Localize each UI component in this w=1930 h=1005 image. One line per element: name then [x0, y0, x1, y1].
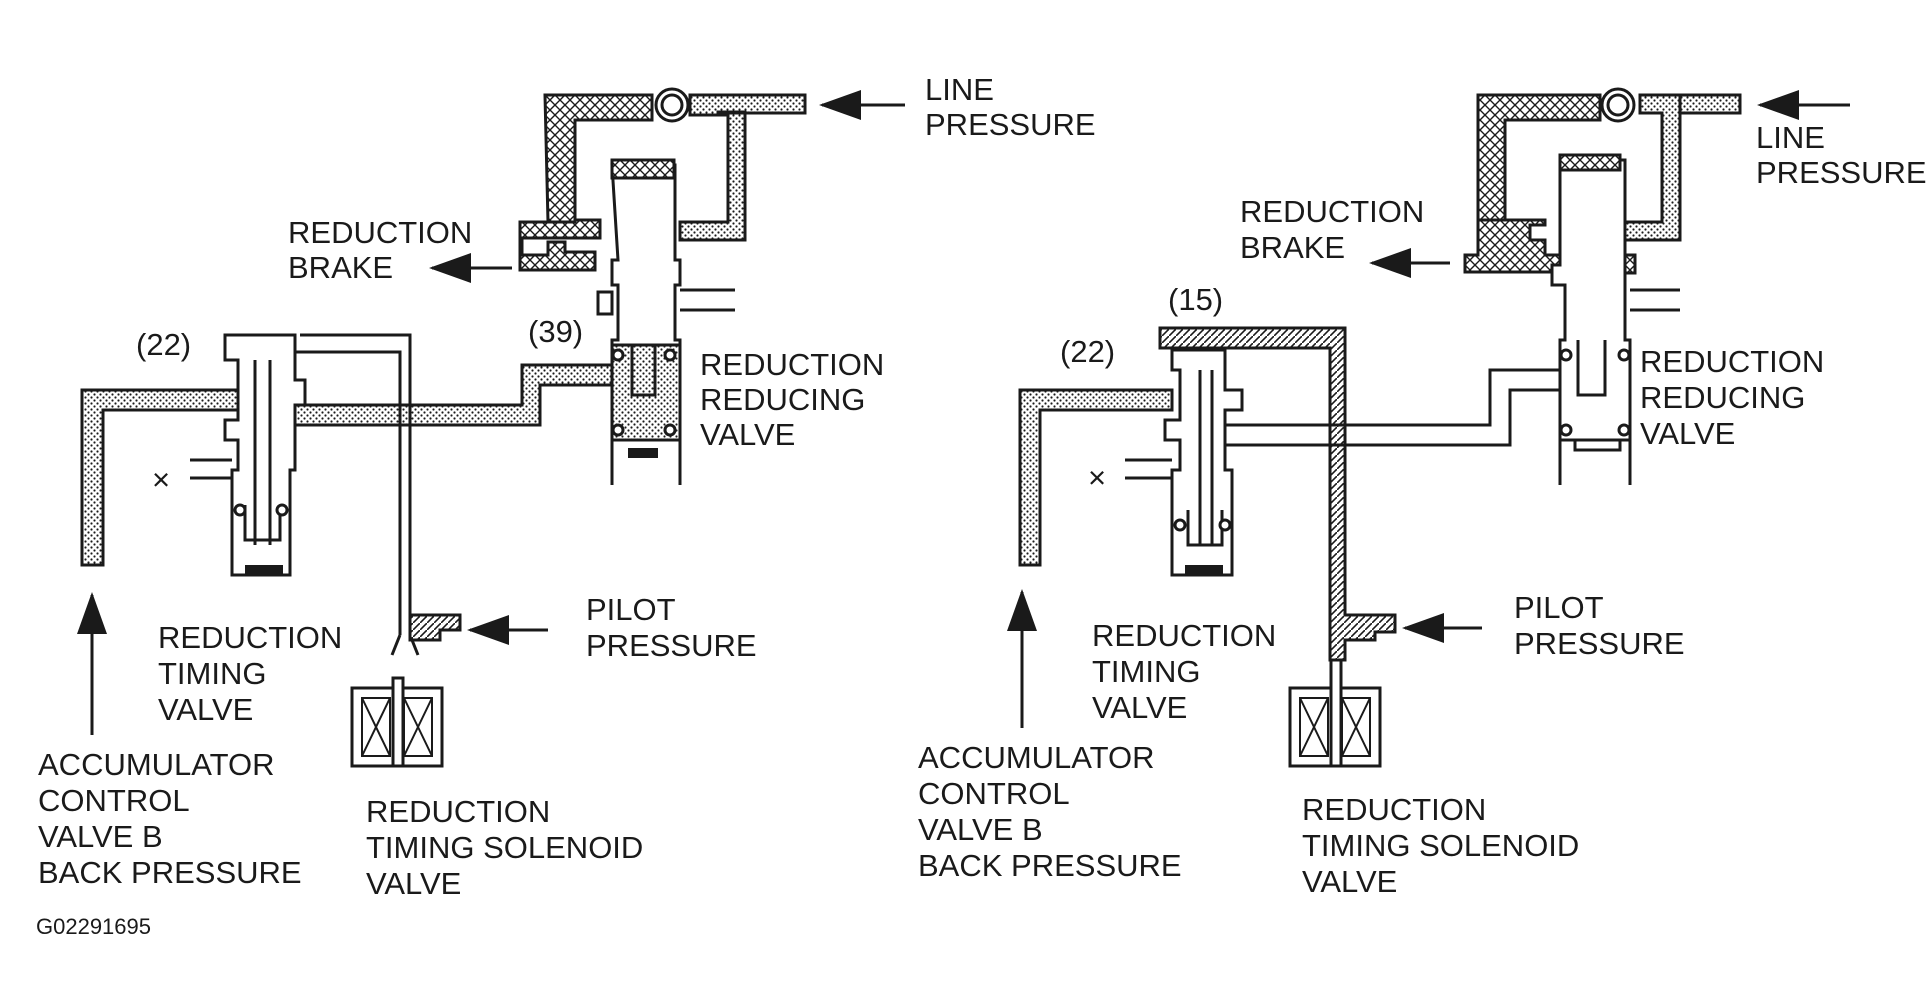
right-ref-22: (22): [1060, 334, 1115, 369]
right-timing-valve-body: [1163, 348, 1244, 577]
left-drain-mark: ×: [152, 462, 170, 497]
left-reduction-brake-label-2: BRAKE: [288, 250, 393, 285]
left-accumulator-label-2: CONTROL: [38, 783, 190, 818]
left-reduction-brake-label-1: REDUCTION: [288, 215, 472, 250]
right-solenoid-label-1: REDUCTION: [1302, 792, 1486, 827]
left-panel: LINE PRESSURE REDUCTION BRAKE (39) × (22…: [38, 72, 1096, 901]
right-brake-loop: [1476, 93, 1602, 222]
left-reducing-valve-label-1: REDUCTION: [700, 347, 884, 382]
right-solenoid-label-3: VALVE: [1302, 864, 1397, 899]
left-accumulator-label-4: BACK PRESSURE: [38, 855, 302, 890]
left-solenoid-label-3: VALVE: [366, 866, 461, 901]
left-solenoid-label-2: TIMING SOLENOID: [366, 830, 643, 865]
left-timing-to-reducing-passage: [273, 363, 614, 427]
right-reduction-brake-label-2: BRAKE: [1240, 230, 1345, 265]
left-pilot-pressure-label-2: PRESSURE: [586, 628, 757, 663]
left-line-pressure-label-1: LINE: [925, 72, 994, 107]
left-line-pressure-passage: [678, 93, 807, 242]
right-timing-valve-label-3: VALVE: [1092, 690, 1187, 725]
right-reducing-valve-body: [1550, 158, 1632, 442]
right-accumulator-label-3: VALVE B: [918, 812, 1043, 847]
left-line-pressure-label-2: PRESSURE: [925, 107, 1096, 142]
right-drain-mark: ×: [1088, 460, 1106, 495]
left-solenoid-icon: [350, 676, 444, 768]
left-pilot-pressure-label-1: PILOT: [586, 592, 676, 627]
right-reducing-valve-label-1: REDUCTION: [1640, 344, 1824, 379]
right-accumulator-label-1: ACCUMULATOR: [918, 740, 1155, 775]
left-timing-valve-label-1: REDUCTION: [158, 620, 342, 655]
right-reduction-brake-label-1: REDUCTION: [1240, 194, 1424, 229]
right-line-pressure-passage: [1618, 93, 1742, 242]
right-panel: LINE PRESSURE REDUCTION BRAKE (15) (22) …: [918, 87, 1927, 899]
right-timing-valve-label-1: REDUCTION: [1092, 618, 1276, 653]
figure-id: G02291695: [36, 914, 151, 939]
left-reducing-valve-label-3: VALVE: [700, 417, 795, 452]
left-solenoid-label-1: REDUCTION: [366, 794, 550, 829]
right-pilot-passage: [1158, 326, 1397, 662]
right-timing-valve-label-2: TIMING: [1092, 654, 1201, 689]
left-pilot-stub: [408, 613, 462, 642]
right-solenoid-icon: [1288, 658, 1382, 768]
left-ref-39: (39): [528, 314, 583, 349]
right-reducing-valve-label-3: VALVE: [1640, 416, 1735, 451]
right-solenoid-label-2: TIMING SOLENOID: [1302, 828, 1579, 863]
right-line-pressure-label-2: PRESSURE: [1756, 155, 1927, 190]
right-ref-15: (15): [1168, 282, 1223, 317]
left-reducing-valve-label-2: REDUCING: [700, 382, 865, 417]
left-timing-valve-label-3: VALVE: [158, 692, 253, 727]
left-ref-22: (22): [136, 327, 191, 362]
right-pilot-pressure-label-2: PRESSURE: [1514, 626, 1685, 661]
right-accumulator-label-2: CONTROL: [918, 776, 1070, 811]
right-line-pressure-label-1: LINE: [1756, 120, 1825, 155]
left-accumulator-label-3: VALVE B: [38, 819, 163, 854]
left-brake-loop: [543, 93, 654, 224]
right-reducing-valve-label-2: REDUCING: [1640, 380, 1805, 415]
left-timing-valve-label-2: TIMING: [158, 656, 267, 691]
right-pilot-pressure-label-1: PILOT: [1514, 590, 1604, 625]
left-accumulator-label-1: ACCUMULATOR: [38, 747, 275, 782]
right-accumulator-passage: [1018, 388, 1174, 567]
right-accumulator-label-4: BACK PRESSURE: [918, 848, 1182, 883]
